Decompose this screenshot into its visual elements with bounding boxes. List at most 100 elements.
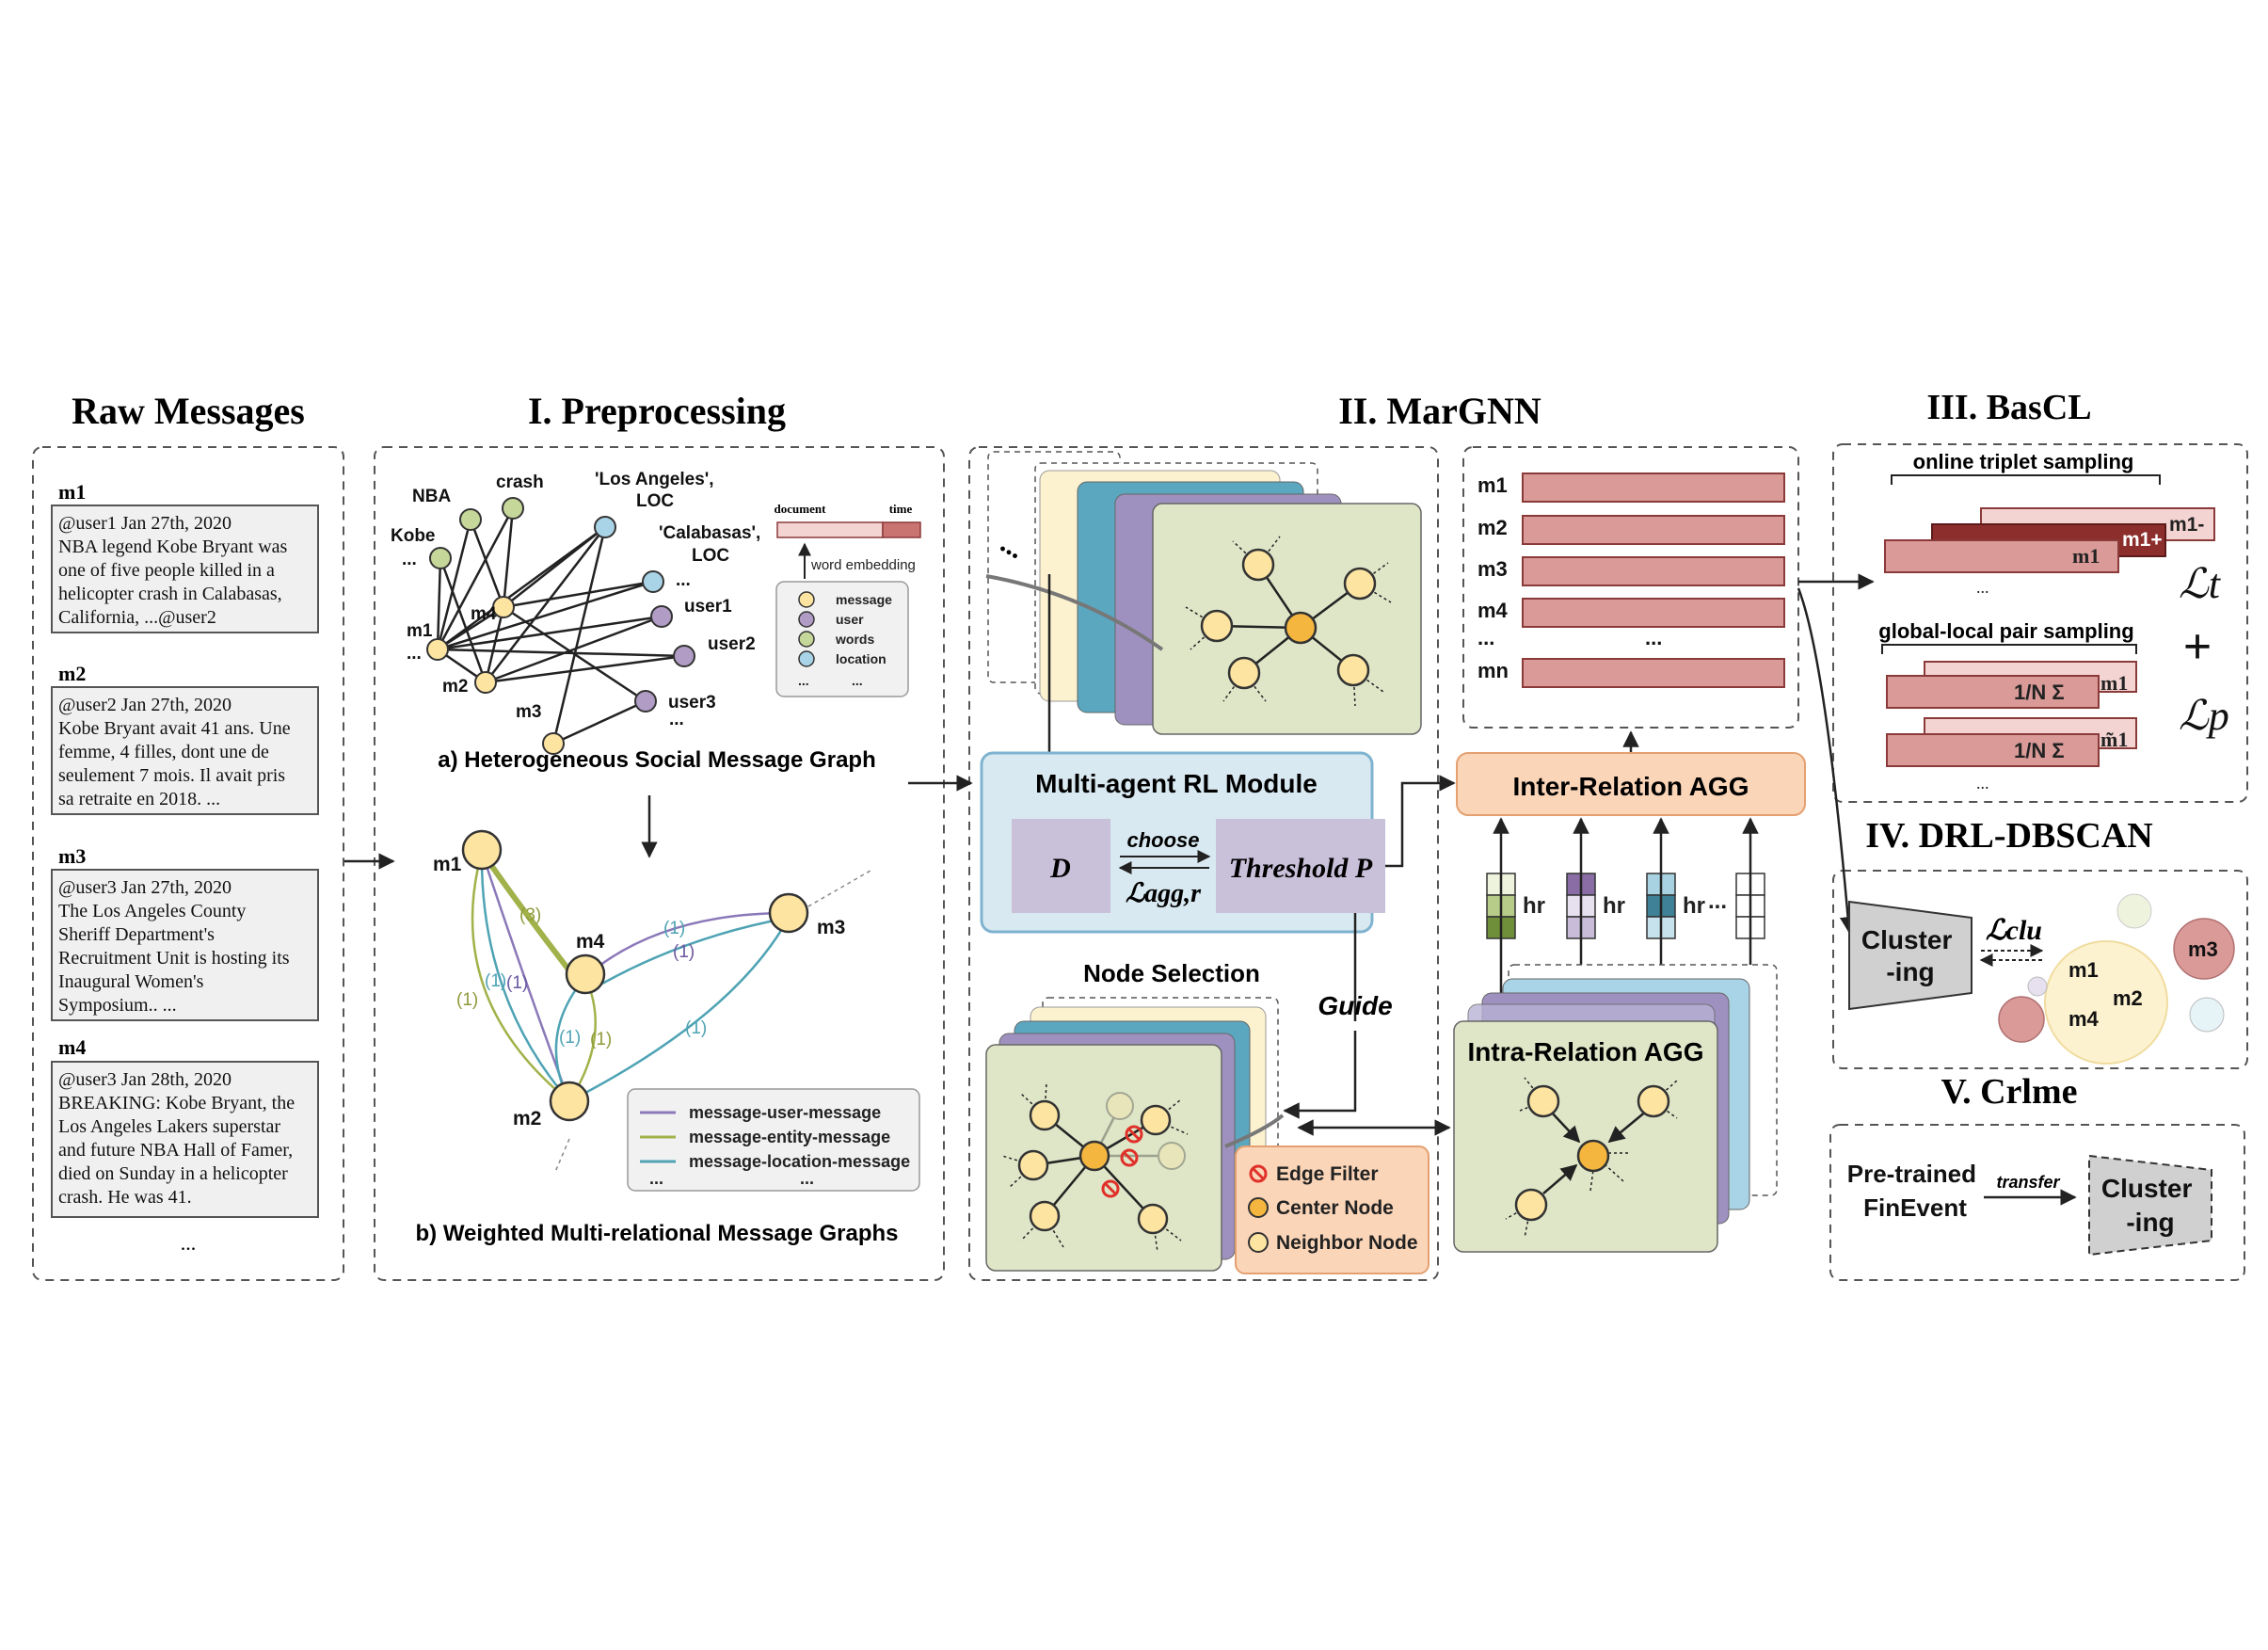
crlme-content: Pre-trained FinEvent transfer Cluster -i…: [1847, 1154, 2212, 1257]
hr-label: hr: [1523, 893, 1545, 919]
d-label: D: [1049, 853, 1071, 884]
label-ellipsis: ...: [402, 550, 417, 569]
message-line: helicopter crash in Calabasas,: [58, 584, 282, 604]
relation-legend-box: [627, 1088, 920, 1192]
legend-ellipsis: ...: [800, 1169, 814, 1188]
legend-dot-words: [798, 631, 815, 648]
node-m2: [549, 1081, 590, 1122]
neighbor-node: [1029, 1200, 1061, 1232]
message-line: @user2 Jan 27th, 2020: [58, 695, 232, 715]
choose-label: choose: [1126, 828, 1199, 852]
intra-relation-stack: Intra-Relation AGG: [1453, 964, 1778, 1253]
message-line: and future NBA Hall of Famer,: [58, 1140, 293, 1161]
node-selection-legend-box: [1235, 1145, 1429, 1274]
word-embedding-label: word embedding: [810, 557, 916, 573]
neighbor-node: [1637, 1084, 1670, 1118]
embedding-bar: [1522, 515, 1785, 545]
pair-m1-label: m1: [2100, 671, 2128, 695]
message-line: Los Angeles Lakers superstar: [58, 1116, 280, 1137]
svg-text:Cluster -ing: Cluster -ing: [2101, 1174, 2199, 1237]
message-line: femme, 4 filles, dont une de: [58, 742, 269, 762]
neighbor-node: [1526, 1084, 1560, 1118]
message-line: Kobe Bryant avait 41 ans. Une: [58, 718, 291, 739]
embedding-time-label: time: [889, 502, 913, 516]
weight-label: (1): [590, 1030, 612, 1049]
label-crash: crash: [496, 473, 544, 492]
d-block: [1012, 819, 1110, 913]
label-m2: m2: [442, 677, 468, 697]
hr-ellipsis: ...: [1708, 889, 1727, 914]
embedding-document-bar: [776, 521, 884, 538]
connector-threshold-to-inter: [1385, 775, 1456, 868]
node-m4: [565, 953, 606, 995]
label-kobe: Kobe: [391, 526, 436, 546]
embedding-label: mn: [1477, 659, 1509, 682]
cluster-circle-main: [2044, 940, 2168, 1065]
cluster-label: -ing: [1886, 957, 1934, 986]
message-line: Sheriff Department's: [58, 924, 215, 945]
title-crlme: V. Crlme: [1941, 1072, 2078, 1112]
pair-ellipsis: ...: [1976, 774, 1989, 793]
node-m3: [768, 892, 809, 934]
message-line: @user3 Jan 28th, 2020: [58, 1069, 232, 1090]
panel-drl-dbscan: [1832, 870, 2248, 1069]
title-raw-messages: Raw Messages: [72, 390, 305, 432]
neighbor-node-icon: [1248, 1232, 1269, 1253]
relation-graph-card: [1152, 503, 1422, 735]
label-user1: user1: [684, 597, 732, 617]
cluster-label: Cluster: [2101, 1174, 2193, 1203]
panel-embeddings: [1462, 446, 1799, 729]
arrow-embeddings-to-drl: [1797, 587, 1857, 934]
edge-filter-icon: [1249, 1164, 1268, 1183]
label-user2: user2: [708, 634, 756, 654]
triplet-bar-anchor: [1884, 539, 2119, 573]
label-m4: m4: [576, 931, 605, 953]
title-preprocessing: I. Preprocessing: [528, 390, 786, 432]
message-line: @user3 Jan 27th, 2020: [58, 877, 232, 898]
node-user3: [634, 690, 657, 713]
m1-anchor-label: m1: [2072, 544, 2100, 568]
panel-crlme: [1829, 1124, 2245, 1281]
guide-label: Guide: [1318, 991, 1392, 1020]
center-node-icon: [1248, 1197, 1269, 1218]
center-node: [1576, 1139, 1610, 1173]
cluster-block: [1848, 900, 1973, 1011]
node-m1: [461, 829, 503, 871]
neighbor-node: [1514, 1188, 1548, 1222]
node-message-m1: [426, 638, 449, 661]
title-margnn: II. MarGNN: [1338, 390, 1541, 432]
neighbor-node: [1137, 1203, 1169, 1235]
legend-dot-user: [798, 611, 815, 628]
legend-message-user-message: message-user-message: [689, 1103, 881, 1122]
legend-words: words: [835, 632, 874, 647]
label-ellipsis: ...: [669, 710, 684, 729]
loss-agg-label: ℒagg,r: [1126, 879, 1202, 908]
node-message-m3: [542, 732, 565, 755]
panel-raw-messages: [32, 446, 344, 1281]
label-m1: m1: [433, 854, 462, 875]
message-line: one of five people killed in a: [58, 560, 275, 581]
embedding-ellipsis: ...: [1645, 626, 1662, 649]
hr-label: hr: [1683, 893, 1705, 919]
message-line: BREAKING: Kobe Bryant, the: [58, 1093, 295, 1113]
message-line: The Los Angeles County: [58, 901, 246, 921]
inter-relation-box: [1456, 752, 1806, 816]
node-selection-title: Node Selection: [1083, 959, 1260, 987]
node-message-m2: [474, 671, 497, 694]
legend-message-entity-message: message-entity-message: [689, 1128, 890, 1146]
message-card-m2: m2 @user2 Jan 27th, 2020 Kobe Bryant ava…: [51, 662, 319, 815]
cluster-label: Cluster: [1861, 925, 1953, 954]
svg-text:Cluster -ing: Cluster -ing: [1861, 925, 1959, 986]
legend-ellipsis: ...: [798, 673, 809, 688]
cluster-circle-small: [1998, 996, 2045, 1043]
weight-label: (3): [519, 905, 541, 925]
threshold-label: Threshold P: [1229, 853, 1373, 884]
message-card-m1: m1 @user1 Jan 27th, 2020 NBA legend Kobe…: [51, 480, 319, 633]
label-m2: m2: [513, 1108, 541, 1129]
node-selection-stack: [985, 997, 1285, 1272]
label-loc-1: LOC: [636, 491, 674, 511]
inter-relation-label: Inter-Relation AGG: [1513, 772, 1749, 801]
pretrained-label: FinEvent: [1863, 1193, 1967, 1222]
neighbor-node: [1343, 567, 1377, 601]
svg-text:@user3 Jan 28th, 2020 BR: @user3 Jan 28th, 2020 BREAKING: Kobe Bry…: [58, 1069, 299, 1208]
